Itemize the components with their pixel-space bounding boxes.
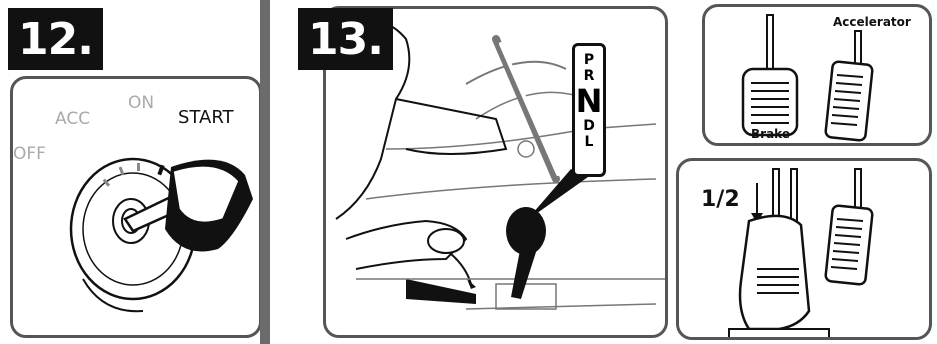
section-divider [260,0,270,344]
ignition-acc-label: ACC [55,109,90,129]
step-12-badge: 12. [8,8,103,70]
gear-n: N [575,84,603,118]
ignition-off-label: OFF [13,144,46,164]
brake-label: Brake [751,127,790,141]
panel-brake-half-press: 1/2 [676,158,932,340]
panel-step-12: OFF ACC ON START [10,76,262,338]
gear-l: L [575,134,603,150]
accelerator-label: Accelerator [833,15,911,29]
panel-pedals: Brake Accelerator [702,4,932,146]
half-press-label: 1/2 [701,187,740,212]
ignition-start-label: START [178,107,234,128]
gear-position-indicator: P R N D L [572,43,606,177]
gear-p: P [575,52,603,68]
ignition-on-label: ON [128,93,154,113]
step-13-badge: 13. [298,8,393,70]
gear-d: D [575,118,603,134]
